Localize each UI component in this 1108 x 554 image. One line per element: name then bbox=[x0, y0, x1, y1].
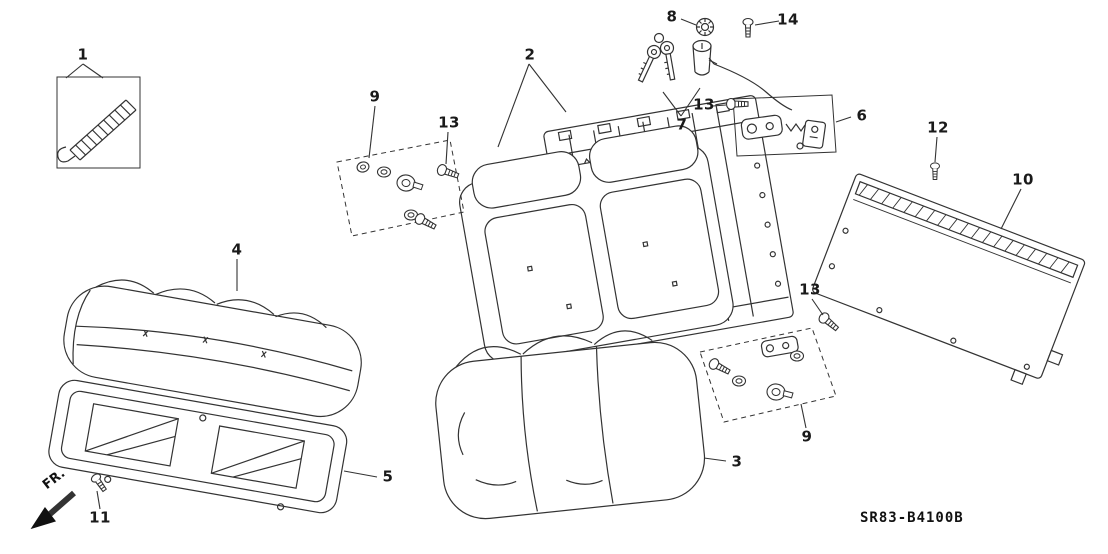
callout-1[interactable]: 1 bbox=[77, 45, 89, 64]
diagram-code: SR83-B4100B bbox=[860, 510, 964, 526]
callout-13-b[interactable]: 13 bbox=[693, 95, 715, 114]
seat-back-cover bbox=[459, 125, 734, 363]
seat-latch-assembly bbox=[732, 94, 837, 157]
bolt-13-c bbox=[816, 310, 842, 334]
fastener-kit-right bbox=[699, 327, 837, 423]
lock-cylinder-cap bbox=[695, 17, 715, 37]
callout-11[interactable]: 11 bbox=[89, 508, 111, 527]
rear-panel-board bbox=[812, 173, 1086, 386]
seat-back-cushion bbox=[435, 330, 706, 520]
seat-cushion-trim bbox=[63, 279, 362, 418]
callout-5[interactable]: 5 bbox=[382, 467, 394, 486]
callout-9-right[interactable]: 9 bbox=[801, 427, 813, 446]
callout-6[interactable]: 6 bbox=[856, 106, 868, 125]
callout-3[interactable]: 3 bbox=[731, 452, 743, 471]
callout-10[interactable]: 10 bbox=[1012, 170, 1034, 189]
clip-12 bbox=[929, 162, 941, 181]
leader-lines bbox=[65, 18, 1022, 510]
callout-12[interactable]: 12 bbox=[927, 118, 949, 137]
fastener-kit-left bbox=[336, 139, 465, 237]
callout-13-a[interactable]: 13 bbox=[438, 113, 460, 132]
bolt-14 bbox=[742, 17, 754, 38]
callout-8[interactable]: 8 bbox=[666, 7, 678, 26]
callout-14[interactable]: 14 bbox=[777, 10, 799, 29]
seat-cushion-frame bbox=[48, 379, 348, 514]
callout-9-left[interactable]: 9 bbox=[369, 87, 381, 106]
seat-lock-keys bbox=[637, 32, 718, 83]
callout-7[interactable]: 7 bbox=[676, 115, 688, 134]
seat-spring-part bbox=[56, 76, 141, 169]
callout-2[interactable]: 2 bbox=[524, 45, 536, 64]
bolt-13-a bbox=[435, 162, 461, 182]
callout-13-c[interactable]: 13 bbox=[799, 280, 821, 299]
fr-direction-arrow bbox=[30, 490, 76, 530]
callout-4[interactable]: 4 bbox=[231, 240, 243, 259]
